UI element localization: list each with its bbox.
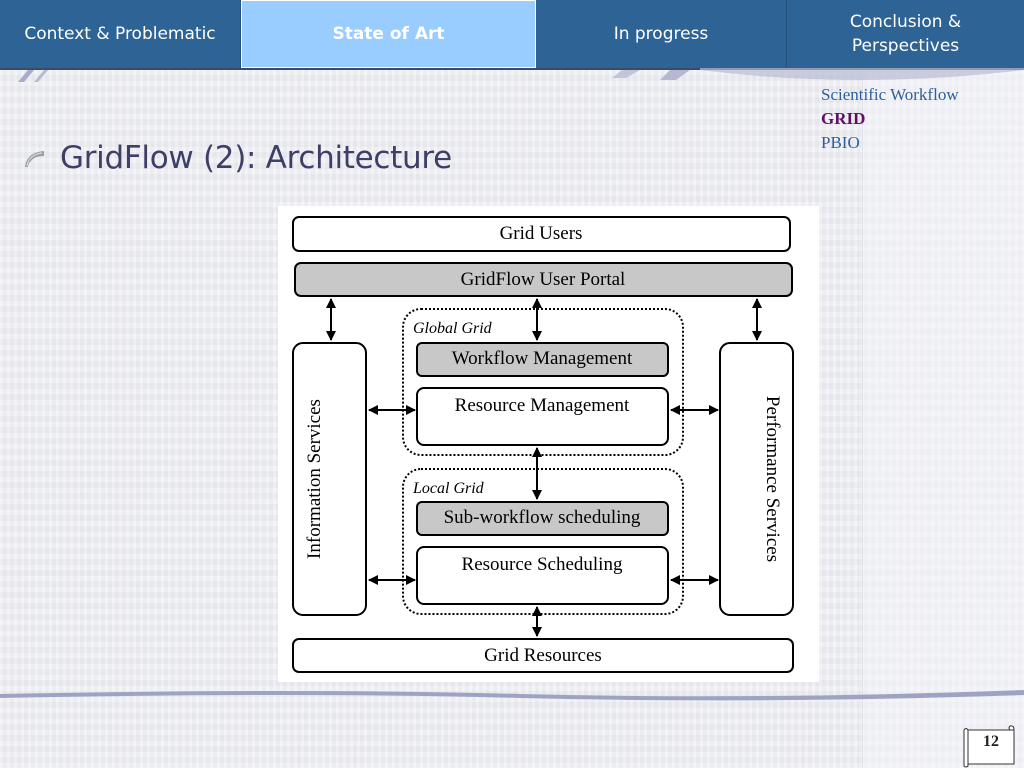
page-scroll-icon <box>963 725 1015 768</box>
tab-in-progress[interactable]: In progress <box>536 0 787 68</box>
tab-conclusion-perspectives[interactable]: Conclusion & Perspectives <box>849 12 962 56</box>
architecture-diagram: Grid Users GridFlow User Portal Global G… <box>278 206 819 682</box>
page-number: 12 <box>983 733 999 750</box>
workflow-management-label: Workflow Management <box>452 348 633 369</box>
subworkflow-scheduling-label: Sub-workflow scheduling <box>444 507 641 528</box>
global-grid-label: Global Grid <box>413 320 493 337</box>
quill-bullet-icon <box>25 151 44 167</box>
footer-swoosh-decoration <box>0 690 1024 701</box>
grid-resources-label: Grid Resources <box>484 645 602 666</box>
information-services-box: Information Services <box>292 342 367 616</box>
subnav-item-pbio[interactable]: PBIO <box>821 133 860 152</box>
slide-title: GridFlow (2): Architecture <box>22 140 452 176</box>
performance-services-label: Performance Services <box>762 396 783 562</box>
global-grid-container: Global Grid Workflow Management Resource… <box>402 308 684 456</box>
information-services-label: Information Services <box>304 399 325 559</box>
subnav-item-scientific-workflow[interactable]: Scientific Workflow <box>821 85 959 104</box>
resource-management-label: Resource Management <box>455 395 630 416</box>
local-grid-container: Local Grid Sub-workflow scheduling Resou… <box>402 468 684 615</box>
user-portal-label: GridFlow User Portal <box>461 269 626 290</box>
section-nav: Context & Problematic State of Art In pr… <box>0 0 1024 70</box>
performance-services-box: Performance Services <box>719 342 794 616</box>
subworkflow-scheduling-box <box>416 501 669 536</box>
connector-arrows <box>326 298 762 637</box>
resource-scheduling-box <box>416 546 669 605</box>
header-swoosh-decoration <box>18 68 1024 82</box>
resource-scheduling-label: Resource Scheduling <box>462 554 623 575</box>
grid-users-label: Grid Users <box>500 223 583 244</box>
slide-title-text: GridFlow (2): Architecture <box>60 140 452 176</box>
subnav-item-grid[interactable]: GRID <box>821 109 866 128</box>
grid-resources-box: Grid Resources <box>292 638 794 673</box>
resource-management-box <box>416 387 669 446</box>
grid-users-box: Grid Users <box>292 216 791 252</box>
right-column-panel <box>862 68 1024 768</box>
tab-state-of-art[interactable]: State of Art <box>241 0 536 68</box>
local-grid-label: Local Grid <box>412 480 485 497</box>
subsection-nav: Scientific Workflow GRID PBIO <box>821 83 959 155</box>
workflow-management-box <box>416 342 669 377</box>
user-portal-box: GridFlow User Portal <box>294 262 793 297</box>
tab-context-problematic[interactable]: Context & Problematic <box>0 0 241 68</box>
